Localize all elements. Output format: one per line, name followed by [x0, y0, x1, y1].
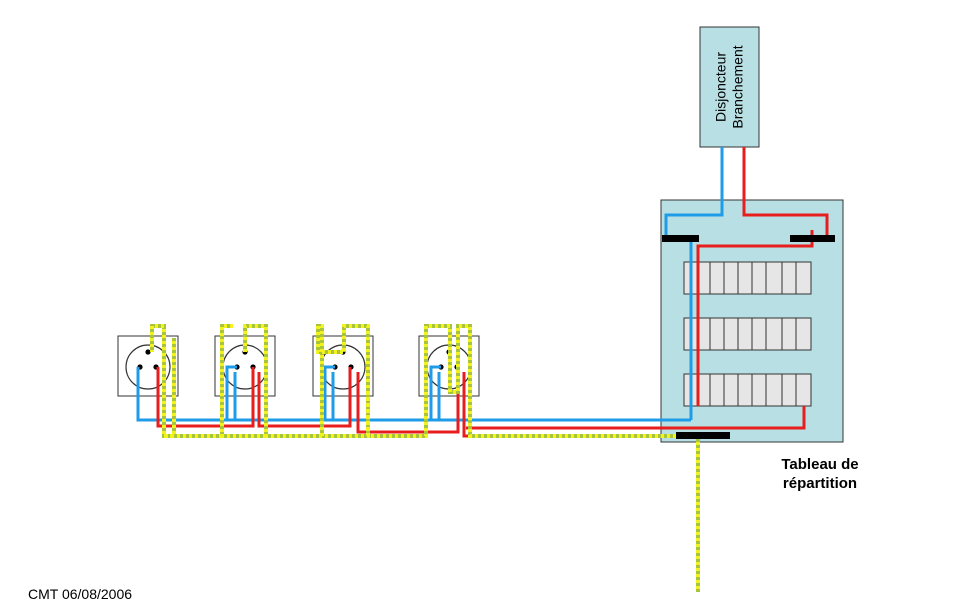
neutral-terminal-bar — [662, 235, 699, 242]
breaker-row-3 — [683, 373, 812, 407]
neutral-wires — [136, 147, 724, 422]
main-breaker-label-line2: Branchement — [729, 45, 746, 129]
main-breaker-label: Disjoncteur Branchement — [700, 27, 759, 147]
phase-terminal-bar — [790, 235, 835, 242]
panel-label-line2: répartition — [782, 475, 858, 492]
panel-label-line1: Tableau de — [781, 456, 859, 473]
socket-1 — [117, 335, 179, 397]
earth-wires — [150, 324, 700, 592]
main-breaker-label-line1: Disjoncteur — [712, 51, 729, 123]
panel-label: Tableau de répartition — [760, 455, 880, 493]
main-breaker-box — [699, 26, 760, 148]
credit-text: CMT 06/08/2006 — [28, 586, 133, 602]
earth-terminal-bar — [676, 432, 730, 439]
phase-wires — [156, 147, 829, 438]
breaker-row-1 — [683, 261, 812, 295]
breaker-row-2 — [683, 317, 812, 351]
earth-pin — [145, 349, 151, 355]
